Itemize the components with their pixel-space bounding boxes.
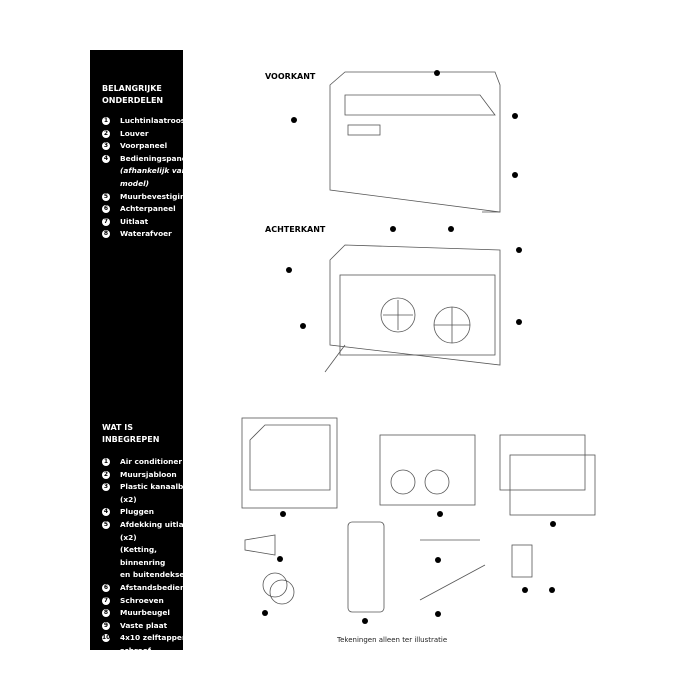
callout-markers bbox=[262, 70, 556, 624]
included-drawings bbox=[241, 417, 596, 613]
included-title: WAT IS INBEGREPEN bbox=[102, 423, 160, 444]
front-label: VOORKANT bbox=[265, 72, 316, 81]
back-unit-drawing bbox=[324, 244, 501, 373]
caption: Tekeningen alleen ter illustratie bbox=[337, 636, 448, 644]
back-label: ACHTERKANT bbox=[265, 225, 326, 234]
front-unit-drawing bbox=[329, 71, 501, 213]
